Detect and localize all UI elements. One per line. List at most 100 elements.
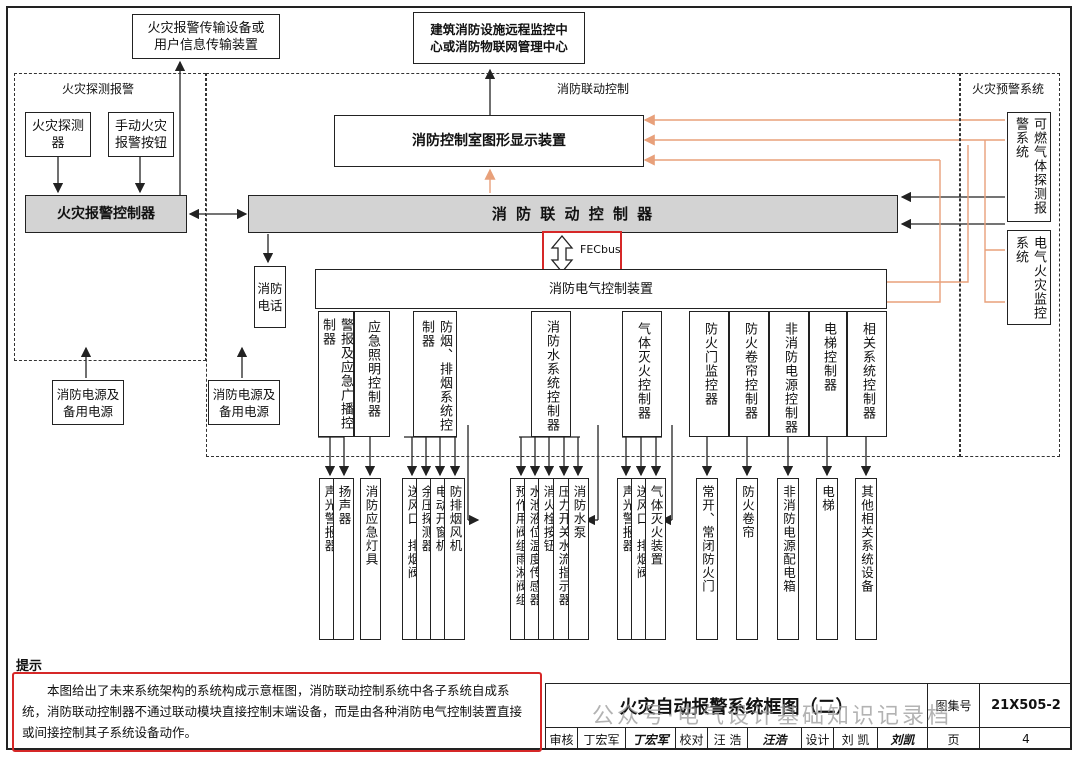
check-label-cell: 校对 [675, 727, 707, 750]
controller-nonfire-power-label: 非消防电源控制器 [782, 322, 797, 434]
remote-center-label: 建筑消防设施远程监控中 心或消防物联网管理中心 [430, 22, 568, 54]
controller-elevator: 电梯控制器 [809, 311, 847, 437]
linkage-region [206, 73, 960, 457]
atlas-number: 21X505-2 [991, 698, 1061, 713]
power-supply-left-label: 消防电源及 备用电源 [56, 386, 120, 419]
power-supply-right-label: 消防电源及 备用电源 [212, 386, 276, 419]
controller-broadcast-label: 警报及应急广播控制器 [320, 318, 353, 430]
manual-button-label: 手动火灾 报警按钮 [114, 118, 167, 151]
designer-cell: 刘 凯 [833, 727, 877, 750]
controller-water: 消防水系统控制器 [531, 311, 571, 437]
device-gas-extinguisher: 气体灭火装置 [645, 478, 666, 640]
design-label-cell: 设计 [801, 727, 833, 750]
remote-center-box: 建筑消防设施远程监控中 心或消防物联网管理中心 [413, 12, 585, 64]
controller-fire-door: 防火门监控器 [689, 311, 729, 437]
detection-region [14, 73, 206, 361]
device-related-equipment: 其他相关系统设备 [855, 478, 877, 640]
note-text: 本图给出了未来系统架构的系统构成示意框图，消防联动控制系统中各子系统自成系统，消… [12, 672, 542, 752]
fire-phone-label: 消防 电话 [257, 281, 283, 313]
prewarning-region [960, 73, 1060, 457]
graphic-display-label: 消防控制室图形显示装置 [412, 132, 566, 149]
review-label-cell: 审核 [545, 727, 577, 750]
device-label: 扬声器 [336, 485, 352, 526]
controller-elevator-label: 电梯控制器 [821, 322, 836, 392]
page-label: 页 [947, 732, 960, 747]
controller-smoke-label: 防烟、排烟系统控制器 [419, 320, 452, 432]
electrical-control-label: 消防电气控制装置 [548, 281, 653, 297]
device-smoke-fan: 防排烟风机 [444, 478, 465, 640]
device-fire-door: 常开、常闭防火门 [696, 478, 718, 640]
device-fire-shutter: 防火卷帘 [736, 478, 758, 640]
manual-button-box: 手动火灾 报警按钮 [108, 112, 174, 157]
review-label: 审核 [549, 732, 574, 747]
checker-cell: 汪 浩 [707, 727, 747, 750]
alarm-controller-box: 火灾报警控制器 [25, 195, 187, 233]
controller-nonfire-power: 非消防电源控制器 [769, 311, 809, 437]
linkage-controller-box: 消 防 联 动 控 制 器 [248, 195, 898, 233]
designer-signature: 刘凯 [877, 727, 927, 750]
electric-fire-monitoring-box: 电气火灾监控系统 [1007, 230, 1051, 325]
controller-related: 相关系统控制器 [847, 311, 887, 437]
drawing-title: 火灾自动报警系统框图（二） [545, 683, 927, 727]
controller-smoke: 防烟、排烟系统控制器 [413, 311, 457, 437]
controller-gas-extinguish-label: 气体灭火控制器 [635, 322, 650, 420]
controller-shutter: 防火卷帘控制器 [729, 311, 769, 437]
controller-broadcast: 警报及应急广播控制器 [318, 311, 354, 437]
device-label: 非消防电源配电箱 [781, 485, 796, 593]
gas-detection-system-label: 可燃气体探测报警系统 [1013, 117, 1046, 215]
controller-water-label: 消防水系统控制器 [544, 320, 559, 432]
device-label: 消防水泵 [571, 485, 587, 539]
device-label: 消火栓按钮 [541, 485, 557, 553]
page-number-cell: 4 [979, 727, 1072, 750]
page-label-cell: 页 [927, 727, 979, 750]
fire-detector-label: 火灾探测器 [31, 118, 84, 151]
device-elevator: 电梯 [816, 478, 838, 640]
reviewer-name: 丁宏军 [583, 732, 620, 747]
electric-fire-monitoring-label: 电气火灾监控系统 [1013, 235, 1046, 320]
device-label: 消防应急灯具 [363, 485, 379, 566]
transmission-device-box: 火灾报警传输设备或 用户信息传输装置 [132, 14, 280, 59]
controller-gas-extinguish: 气体灭火控制器 [622, 311, 662, 437]
controller-emergency-light-label: 应急照明控制器 [365, 320, 380, 418]
fire-detector-box: 火灾探测器 [25, 112, 91, 157]
electrical-control-box: 消防电气控制装置 [315, 269, 887, 309]
device-label: 气体灭火装置 [648, 485, 664, 566]
prewarning-region-label: 火灾预警系统 [972, 82, 1045, 96]
device-label: 常开、常闭防火门 [700, 485, 715, 593]
designer-name: 刘 凯 [841, 732, 870, 747]
page-number: 4 [1022, 732, 1030, 746]
fecbus-label: FECbus [580, 243, 621, 256]
atlas-label: 图集号 [935, 699, 972, 713]
device-emergency-lamp: 消防应急灯具 [360, 478, 381, 640]
drawing-title-text: 火灾自动报警系统框图（二） [619, 696, 854, 718]
device-label: 电梯 [820, 485, 835, 512]
device-speaker: 扬声器 [333, 478, 354, 640]
atlas-number-cell: 21X505-2 [979, 683, 1072, 727]
device-label: 压力开关水流指示器 [556, 485, 572, 607]
device-fire-pump: 消防水泵 [568, 478, 589, 640]
checker-name: 汪 浩 [713, 732, 742, 747]
linkage-region-label: 消防联动控制 [557, 82, 630, 96]
linkage-controller-label: 消 防 联 动 控 制 器 [491, 204, 655, 223]
power-supply-left-box: 消防电源及 备用电源 [52, 380, 124, 425]
device-label: 防排烟风机 [447, 485, 463, 553]
atlas-label-cell: 图集号 [927, 683, 979, 727]
device-label: 其他相关系统设备 [859, 485, 874, 593]
controller-related-label: 相关系统控制器 [860, 322, 875, 420]
controller-fire-door-label: 防火门监控器 [702, 322, 717, 406]
controller-shutter-label: 防火卷帘控制器 [742, 322, 757, 420]
gas-detection-system-box: 可燃气体探测报警系统 [1007, 112, 1051, 222]
alarm-controller-label: 火灾报警控制器 [57, 205, 155, 222]
device-label: 防火卷帘 [740, 485, 755, 539]
note-title: 提示 [16, 659, 43, 674]
graphic-display-box: 消防控制室图形显示装置 [334, 115, 644, 167]
transmission-device-label: 火灾报警传输设备或 用户信息传输装置 [147, 20, 265, 53]
reviewer-cell: 丁宏军 [577, 727, 625, 750]
power-supply-right-box: 消防电源及 备用电源 [208, 380, 280, 425]
checker-signature: 汪浩 [747, 727, 801, 750]
watermark: 公众号·电气设计基础知识记录档 [592, 704, 952, 729]
fire-phone-box: 消防 电话 [254, 266, 286, 328]
design-label: 设计 [805, 732, 830, 747]
device-nonfire-distribution-box: 非消防电源配电箱 [777, 478, 799, 640]
reviewer-signature: 丁宏军 [625, 727, 675, 750]
